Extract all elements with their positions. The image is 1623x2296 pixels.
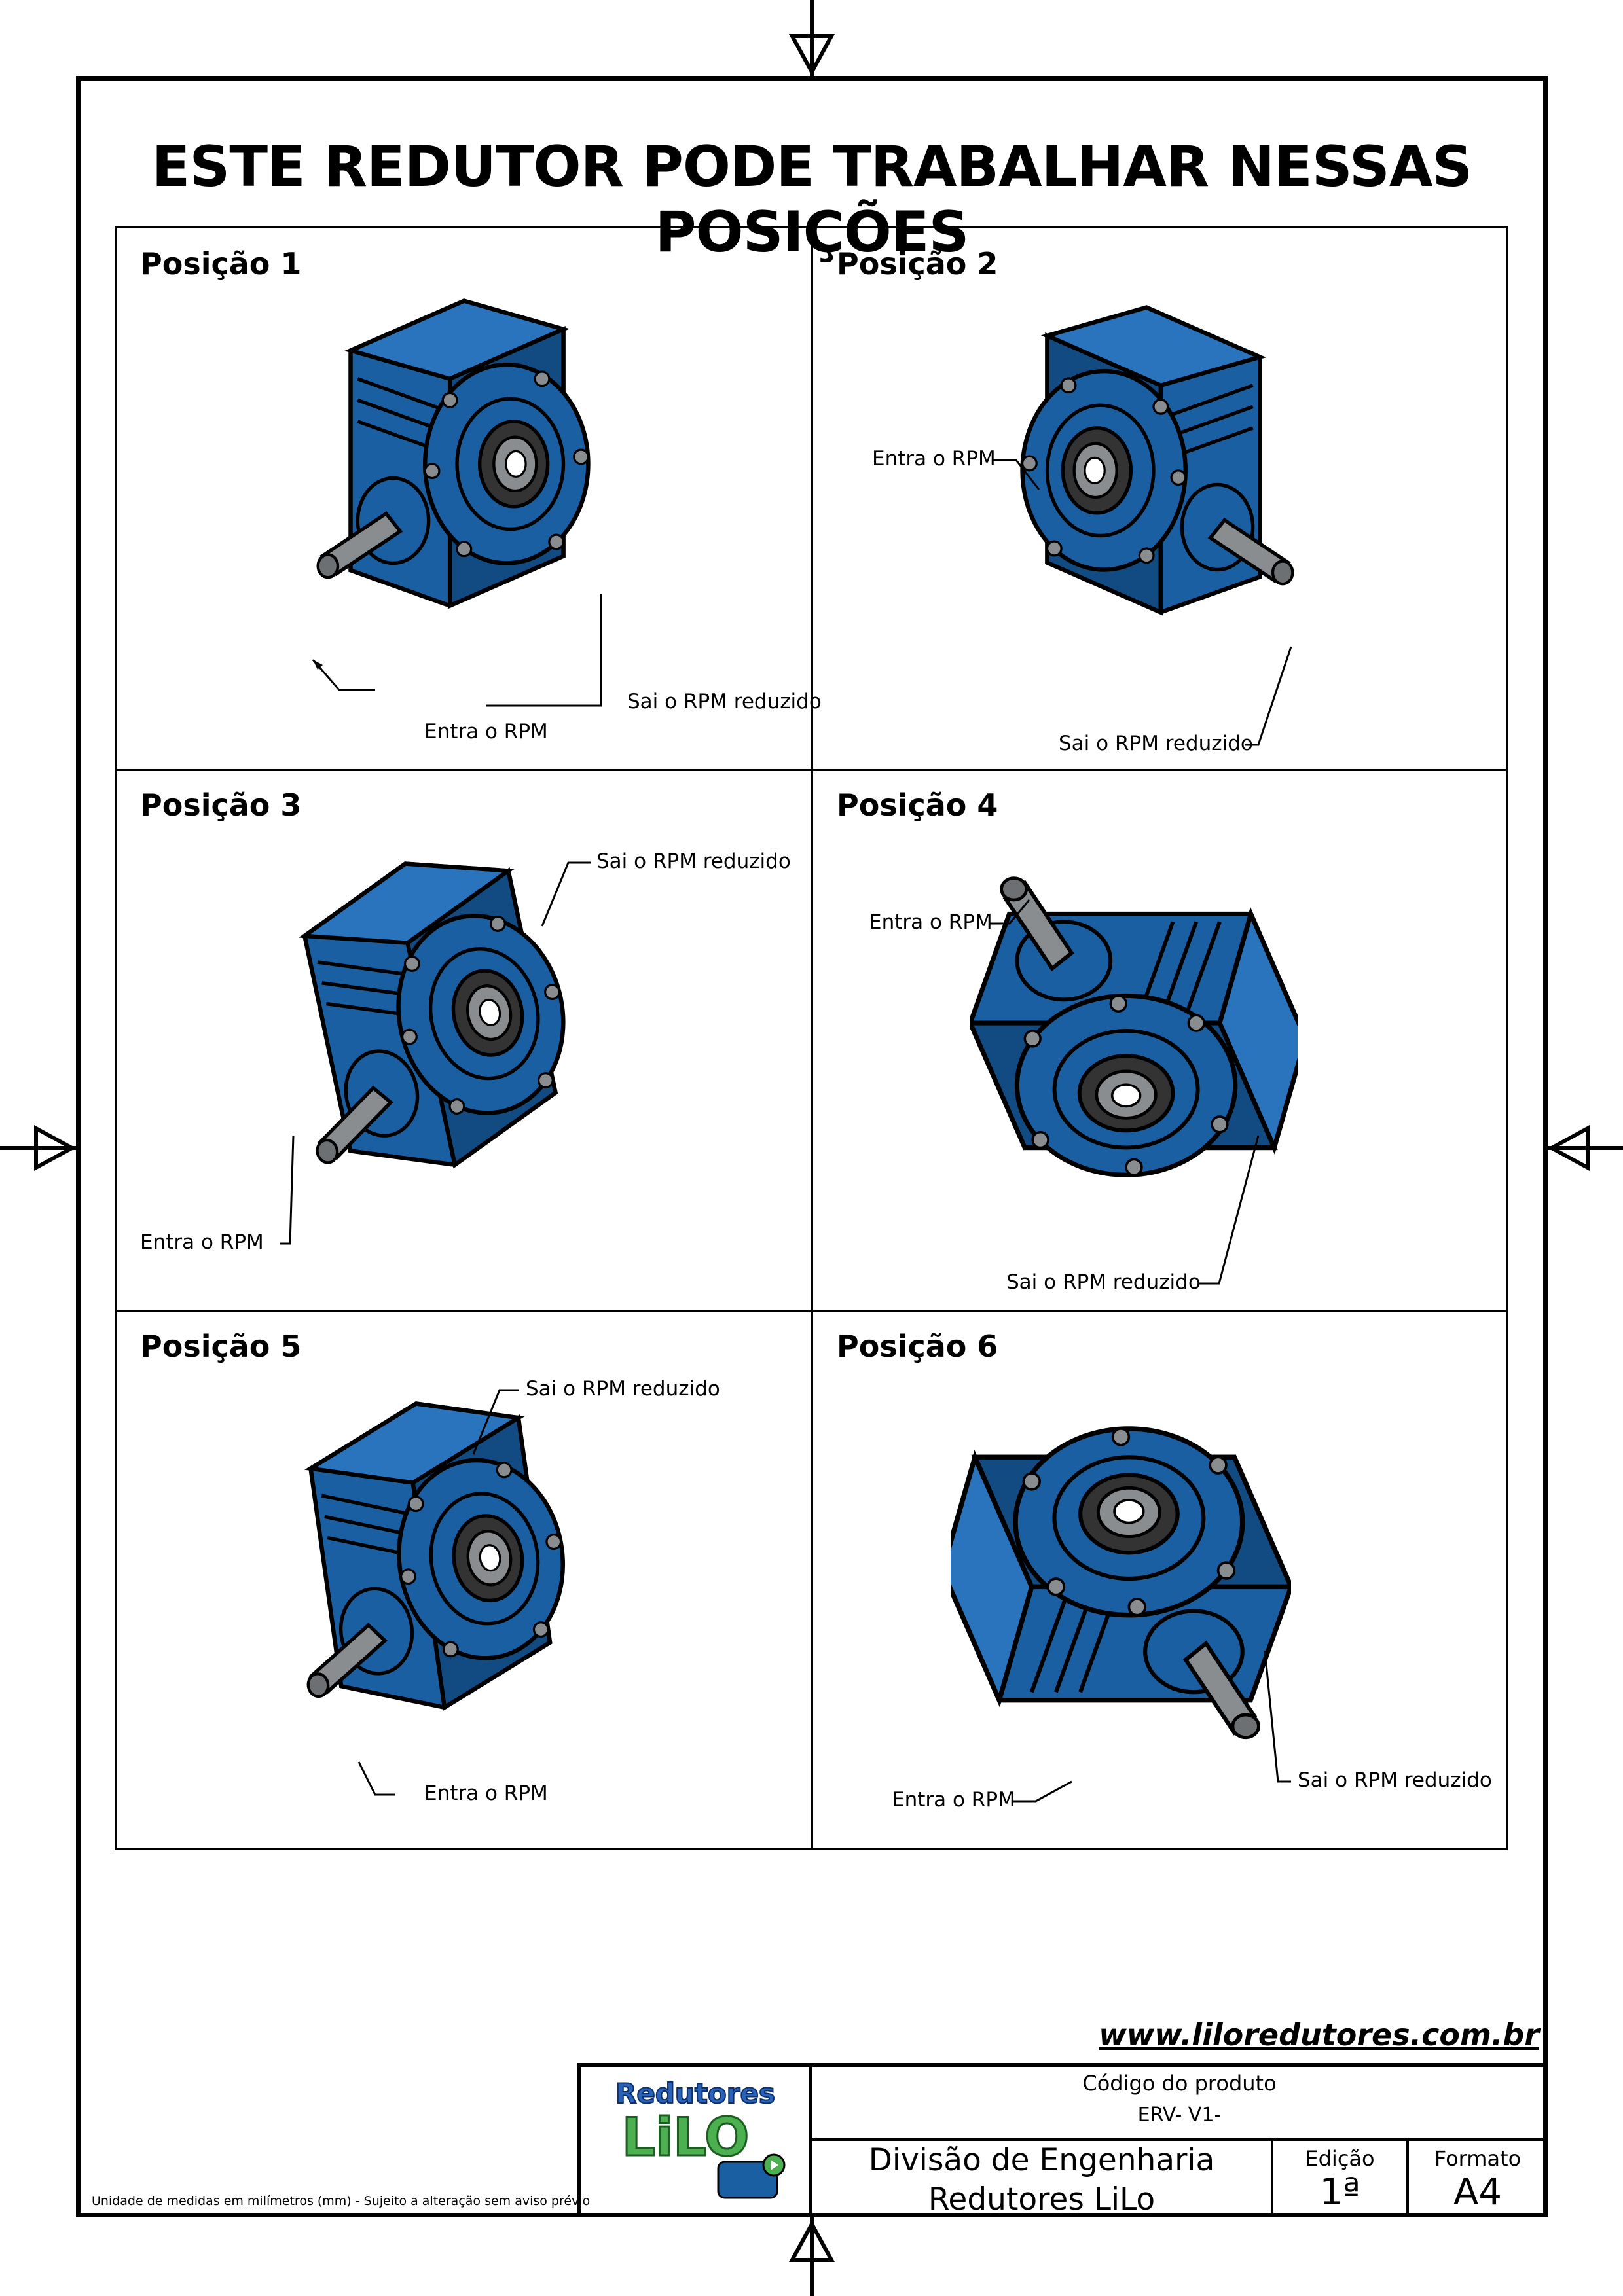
center-arrow-left bbox=[0, 1124, 77, 1172]
grid-divider-h1 bbox=[117, 769, 1506, 771]
division-line2: Redutores LiLo bbox=[928, 2181, 1156, 2217]
position-3-panel: Posição 3 Entra o RPM Sai o RPM reduzido bbox=[117, 769, 813, 1310]
title-block: Redutores LiLO Código do produto ERV- V1… bbox=[577, 2063, 1546, 2217]
leader-lines bbox=[312, 594, 602, 707]
format-section: Formato A4 bbox=[1409, 2141, 1546, 2216]
input-label: Entra o RPM bbox=[869, 910, 993, 934]
edition-value: 1ª bbox=[1319, 2171, 1360, 2214]
leader-lines bbox=[280, 861, 591, 1245]
input-label: Entra o RPM bbox=[140, 1230, 264, 1254]
logo-line2: LiLO bbox=[622, 2107, 750, 2168]
center-arrow-right bbox=[1547, 1124, 1623, 1172]
company-logo: Redutores LiLO bbox=[581, 2067, 812, 2216]
format-value: A4 bbox=[1453, 2171, 1502, 2214]
format-label: Formato bbox=[1434, 2146, 1522, 2171]
position-title: Posição 5 bbox=[140, 1329, 302, 1364]
position-title: Posição 4 bbox=[837, 787, 998, 823]
position-title: Posição 3 bbox=[140, 787, 302, 823]
position-6-panel: Posição 6 Entra o RPM Sai o RPM reduzido bbox=[813, 1310, 1510, 1852]
output-label: Sai o RPM reduzido bbox=[627, 690, 822, 713]
position-5-panel: Posição 5 Entra o RPM Sai o RPM reduzido bbox=[117, 1310, 813, 1852]
output-label: Sai o RPM reduzido bbox=[596, 850, 791, 873]
disclaimer-note: Unidade de medidas em milímetros (mm) - … bbox=[92, 2194, 591, 2208]
output-label: Sai o RPM reduzido bbox=[1059, 732, 1253, 755]
leader-lines bbox=[993, 459, 1292, 746]
leader-lines bbox=[990, 899, 1260, 1285]
center-arrow-top bbox=[788, 0, 835, 77]
output-label: Sai o RPM reduzido bbox=[526, 1377, 720, 1401]
position-4-panel: Posição 4 Entra o RPM Sai o RPM reduzido bbox=[813, 769, 1510, 1310]
position-1-panel: Posição 1 Entra o RPM Sai o RPM reduzido bbox=[117, 228, 822, 769]
input-label: Entra o RPM bbox=[892, 1788, 1015, 1812]
position-title: Posição 2 bbox=[837, 246, 998, 281]
grid-divider-h2 bbox=[117, 1310, 1506, 1312]
output-label: Sai o RPM reduzido bbox=[1298, 1768, 1492, 1792]
input-label: Entra o RPM bbox=[872, 447, 996, 471]
product-code-prefix: ERV- bbox=[1137, 2104, 1182, 2126]
center-arrow-bottom bbox=[788, 2217, 835, 2296]
output-label: Sai o RPM reduzido bbox=[1006, 1270, 1201, 1294]
grid-divider-vertical bbox=[811, 228, 813, 1848]
positions-grid: Posição 1 Entra o RPM Sai o RPM reduzido… bbox=[115, 226, 1508, 1850]
position-title: Posição 6 bbox=[837, 1329, 998, 1364]
website-link[interactable]: www.liloredutores.com.br bbox=[1099, 2017, 1539, 2053]
logo-graphic: Redutores LiLO bbox=[615, 2077, 786, 2199]
input-label: Entra o RPM bbox=[424, 720, 548, 744]
division-section: Divisão de Engenharia Redutores LiLo bbox=[812, 2141, 1273, 2217]
logo-line1: Redutores bbox=[615, 2077, 775, 2109]
position-2-panel: Posição 2 Entra o RPM Sai o RPM reduzido bbox=[813, 228, 1510, 769]
edition-label: Edição bbox=[1305, 2146, 1375, 2171]
division-line1: Divisão de Engenharia bbox=[868, 2142, 1215, 2178]
position-title: Posição 1 bbox=[140, 246, 302, 281]
leader-lines bbox=[357, 1389, 519, 1796]
leader-lines bbox=[1013, 1650, 1291, 1803]
product-code-value: ERV- V1- bbox=[812, 2104, 1546, 2126]
product-code-label: Código do produto bbox=[1082, 2071, 1277, 2096]
input-label: Entra o RPM bbox=[424, 1782, 548, 1805]
product-code-suffix: V1- bbox=[1188, 2104, 1222, 2126]
product-code-section: Código do produto ERV- V1- bbox=[812, 2067, 1546, 2141]
edition-section: Edição 1ª bbox=[1273, 2141, 1409, 2216]
